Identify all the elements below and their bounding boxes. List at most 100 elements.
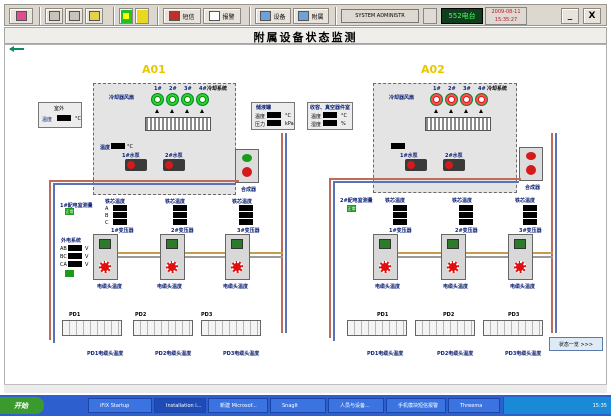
sms-label: 短信 (182, 13, 195, 21)
a02-cable3-label: 电缆头温度 (510, 284, 536, 290)
user-icon[interactable] (423, 8, 437, 24)
task-snagit[interactable]: SnagIt (270, 398, 326, 413)
a01-cabinet2[interactable] (160, 234, 185, 280)
monitor-canvas: A01 冷却系统 冷却器风扇 1# 2# 3# 4# 室外 温度 °C 温度 °… (4, 44, 607, 393)
a02-pump2[interactable] (443, 159, 465, 171)
a02-cabinet1[interactable] (373, 234, 398, 280)
task-threema[interactable]: Threema (448, 398, 500, 413)
a02-pd1[interactable] (347, 320, 407, 336)
a01-pd3-cable-label: PD3电缆头温度 (223, 351, 260, 357)
task-staff-devices[interactable]: 人员与设备... (328, 398, 384, 413)
a02-pd2-label: PD2 (443, 312, 455, 318)
a02-fan2-icon[interactable] (445, 93, 458, 106)
a01-water-temp-unit: °C (127, 144, 133, 150)
cabinet-fan-icon (231, 261, 243, 273)
a02-pd3[interactable] (483, 320, 543, 336)
a01-combiner[interactable] (235, 149, 259, 183)
ext-ca-value (68, 261, 82, 267)
cabinet-fan-icon (379, 261, 391, 273)
a02-pd1-cable-label: PD1电缆头温度 (367, 351, 404, 357)
attachment-button[interactable]: 附属 (293, 8, 329, 24)
start-button[interactable]: 开始 (0, 397, 44, 414)
a01-pd3[interactable] (201, 320, 261, 336)
pipe (49, 180, 239, 182)
a01-core2-label: 铁芯温度 (165, 199, 186, 205)
a01-pump1-label: 1#水泵 (122, 153, 140, 159)
combiner-status-icon (242, 154, 252, 162)
alarm-report-button[interactable]: 报警 (203, 8, 241, 24)
a01-pd1[interactable] (62, 320, 122, 336)
close-button[interactable]: X (583, 8, 601, 24)
a01-t3-phase-b (239, 212, 253, 218)
minimize-button[interactable]: _ (561, 8, 579, 24)
pink-screen-icon (15, 11, 27, 21)
ext-unit: V (85, 246, 89, 252)
status-overview-button[interactable]: 状态一览 >>> (549, 337, 603, 351)
pink-screen-button[interactable] (9, 8, 33, 24)
key-icon (88, 11, 100, 21)
a01-fan3-icon[interactable] (181, 93, 194, 106)
a01-fan2-icon[interactable] (166, 93, 179, 106)
sms-button[interactable]: 短信 (163, 8, 201, 24)
arrow-up-icon (479, 109, 483, 113)
task-new-microsoft[interactable]: 新建 Microsof... (208, 398, 268, 413)
task-installation[interactable]: Installation i... (154, 398, 206, 413)
a01-transformer3-label: 3#变压器 (237, 228, 260, 234)
a02-pump1[interactable] (405, 159, 427, 171)
arrow-up-icon (434, 109, 438, 113)
station-display: 552电台 (441, 8, 483, 24)
a01-fan4-icon[interactable] (196, 93, 209, 106)
a02-fan1-icon[interactable] (430, 93, 443, 106)
cabinet-fan-icon (166, 261, 178, 273)
quick-launch[interactable] (50, 400, 80, 411)
a01-cabinet1[interactable] (93, 234, 118, 280)
a02-cabinet2[interactable] (441, 234, 466, 280)
key-button[interactable] (85, 8, 103, 24)
a02-t1-phase-c (393, 219, 407, 225)
a01-water-temp-value (111, 143, 125, 149)
a01-t2-phase-b (173, 212, 187, 218)
a01-pump1[interactable] (125, 159, 147, 171)
horizontal-scrollbar[interactable] (4, 384, 607, 393)
a02-fan4-icon[interactable] (475, 93, 488, 106)
a02-cooling-fan-label: 冷却器风扇 (389, 95, 415, 101)
a02-cooling-system-label: 冷却系统 (487, 86, 508, 92)
a01-transformer2-label: 2#变压器 (171, 228, 194, 234)
a02-transformer1-label: 1#变压器 (389, 228, 412, 234)
a02-cabinet3[interactable] (508, 234, 533, 280)
a02-pd1-label: PD1 (377, 312, 389, 318)
a01-pd1-cable-label: PD1电缆头温度 (87, 351, 124, 357)
a01-cooling-fan-label: 冷却器风扇 (109, 95, 135, 101)
pump-status-icon (407, 161, 415, 169)
task-sms-alarm[interactable]: 手机模块短信报警 (386, 398, 446, 413)
pipe (53, 183, 55, 343)
a01-fan1-icon[interactable] (151, 93, 164, 106)
tank-press-value (267, 120, 281, 126)
time-text: 15:35:27 (494, 17, 518, 23)
a02-room-label: 2#配电室测量 (340, 198, 373, 204)
a02-fan3-icon[interactable] (460, 93, 473, 106)
cabinet-screen (231, 239, 243, 249)
alarm-light-button[interactable] (119, 8, 133, 24)
system-tray[interactable]: 15:35 (503, 397, 611, 414)
a02-combiner[interactable] (519, 147, 543, 181)
a02-t3-phase-c (523, 219, 537, 225)
keyboard-button[interactable] (65, 8, 83, 24)
a01-ext-badge (65, 270, 74, 277)
a01-combiner-label: 合成器 (241, 187, 257, 193)
a01-pump2-label: 2#水泵 (165, 153, 183, 159)
a02-cable1-label: 电缆头温度 (375, 284, 401, 290)
a02-pd2[interactable] (415, 320, 475, 336)
task-ifix-startup[interactable]: iFIX Startup (88, 398, 152, 413)
device-button[interactable]: 设备 (255, 8, 291, 24)
a01-cabinet3[interactable] (225, 234, 250, 280)
arrow-up-icon (185, 109, 189, 113)
a01-pump2[interactable] (163, 159, 185, 171)
keyboard-icon (68, 11, 80, 21)
arrow-up-icon (449, 109, 453, 113)
back-arrow-icon[interactable] (10, 48, 24, 50)
print-button[interactable] (45, 8, 63, 24)
a01-pd2[interactable] (133, 320, 193, 336)
back-arrow-head (9, 46, 14, 52)
